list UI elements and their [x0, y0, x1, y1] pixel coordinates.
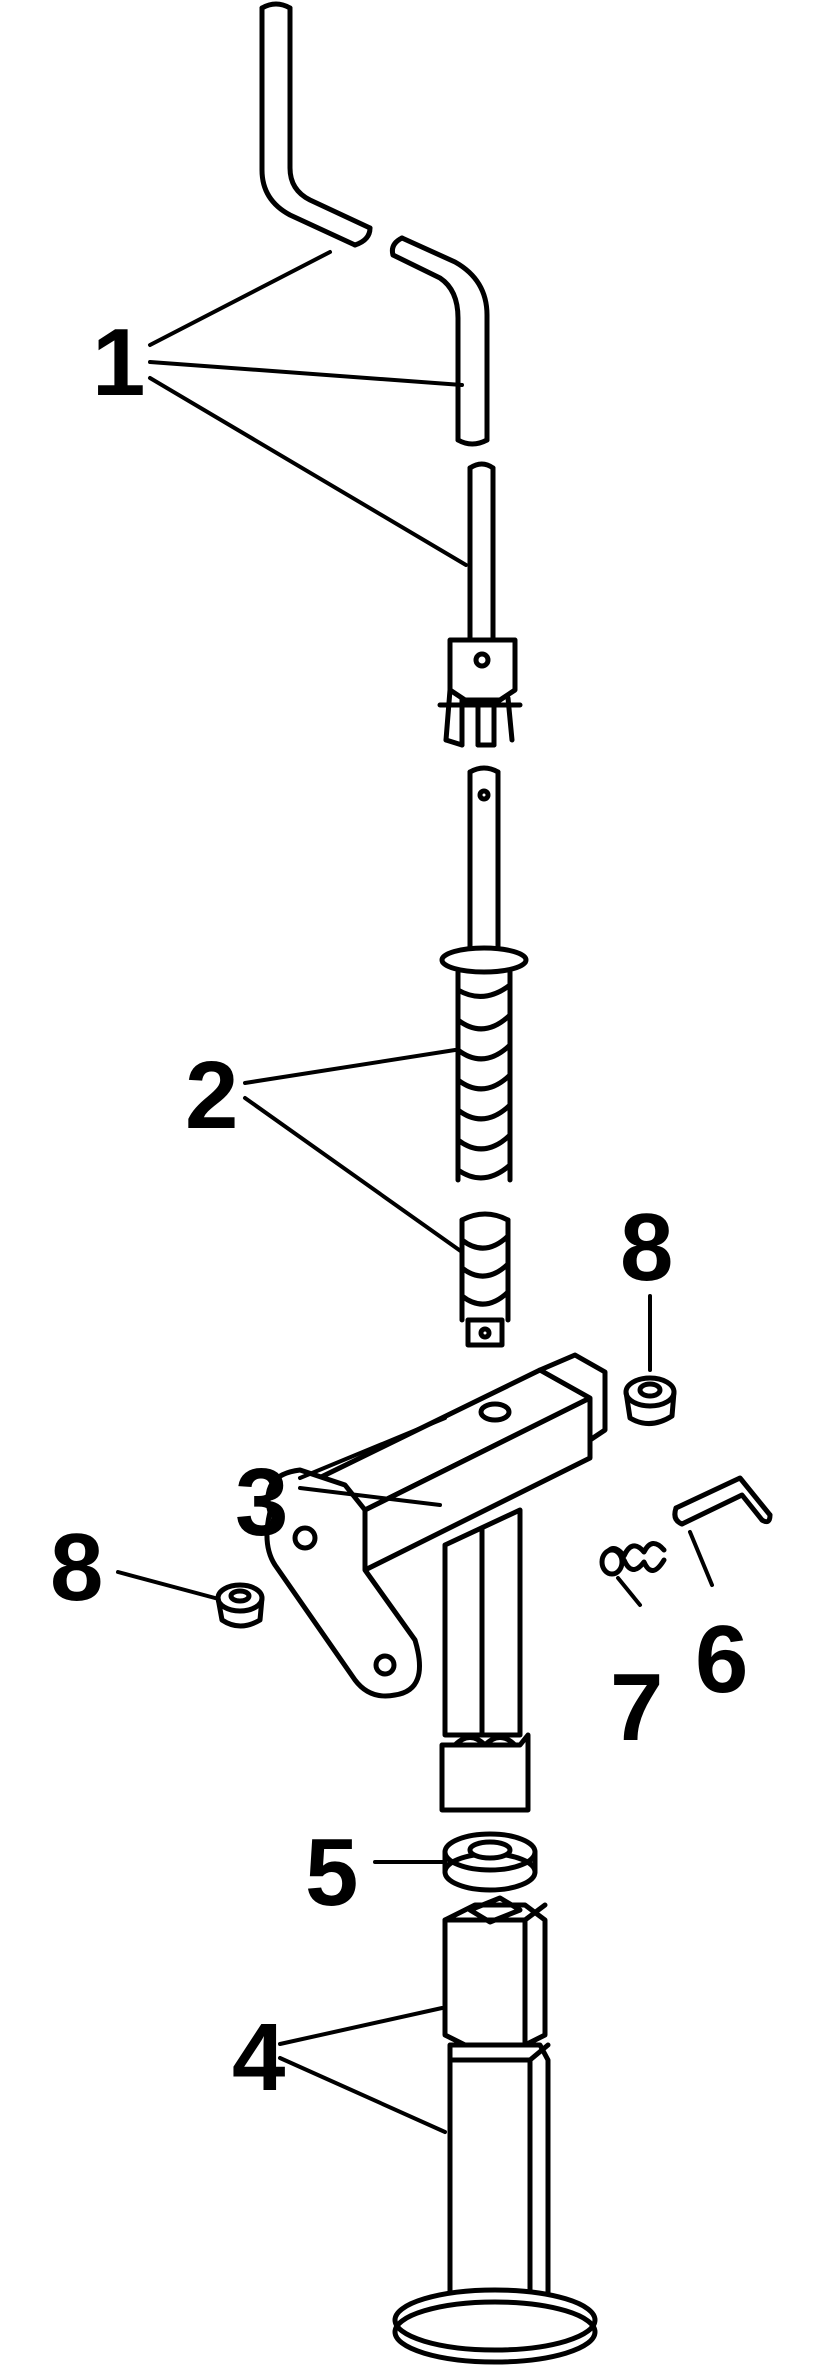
part-5-washer	[442, 1831, 538, 1893]
callout-5: 5	[305, 1819, 358, 1926]
part-6-l-pin	[672, 1475, 773, 1527]
part-4-leg-tube-foot	[392, 1895, 598, 2365]
part-3-jack-housing	[264, 1352, 608, 1813]
leader-4-b	[278, 2056, 447, 2134]
part-1-crank-handle-upper	[259, 1, 373, 248]
callout-1: 1	[92, 309, 145, 416]
part-2-screw-thread-lower	[459, 1211, 511, 1348]
callout-7: 7	[610, 1654, 663, 1761]
part-7-spring-detent	[599, 1541, 667, 1577]
leader-1-a	[148, 250, 332, 347]
leader-4-a	[278, 2006, 444, 2046]
leader-3-b	[298, 1486, 442, 1507]
callout-2: 2	[185, 1042, 238, 1149]
leader-2-a	[243, 1048, 457, 1085]
callout-8-right: 8	[620, 1194, 673, 1301]
part-1-crank-shaft-clevis	[437, 461, 523, 748]
callout-3: 3	[235, 1449, 288, 1556]
leader-8-left	[116, 1570, 217, 1600]
leader-1-b	[148, 360, 464, 387]
part-2-screw-thread-upper	[455, 969, 513, 1183]
part-1-crank-handle-middle	[389, 235, 490, 447]
callout-8-left: 8	[50, 1514, 103, 1621]
leader-3-a	[298, 1416, 447, 1480]
leader-1-c	[148, 376, 468, 567]
callout-4: 4	[232, 2004, 285, 2111]
leader-lines	[116, 250, 714, 2134]
leader-6	[688, 1530, 714, 1587]
leader-2-b	[243, 1096, 464, 1254]
part-2-drive-shaft	[439, 765, 529, 975]
callout-6: 6	[695, 1606, 748, 1713]
leader-7	[616, 1576, 642, 1607]
part-8-bushing-right	[623, 1375, 677, 1426]
part-8-bushing-left	[215, 1582, 265, 1629]
